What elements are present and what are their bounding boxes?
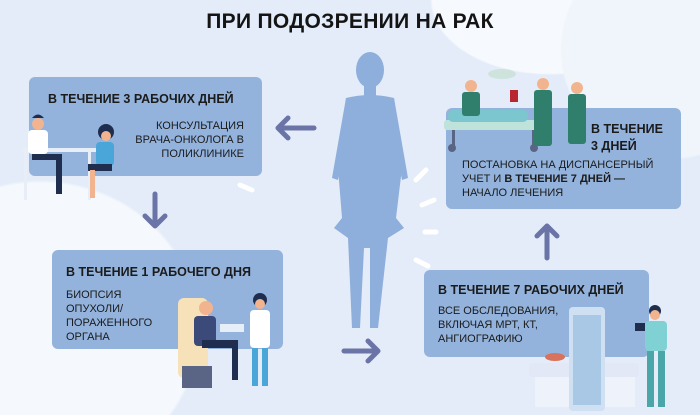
text-line: 3 ДНЕЙ (591, 139, 637, 153)
step-heading: В ТЕЧЕНИЕ 3 РАБОЧИХ ДНЕЙ (48, 92, 234, 106)
step-card-biopsy: В ТЕЧЕНИЕ 1 РАБОЧЕГО ДНЯ БИОПСИЯ ОПУХОЛИ… (52, 250, 283, 349)
mri-illustration (529, 305, 667, 411)
text-bold: В ТЕЧЕНИЕ 7 ДНЕЙ — (504, 173, 626, 185)
step-card-registration: В ТЕЧЕНИЕ 3 ДНЕЙ ПОСТАНОВКА НА ДИСПАНСЕР… (446, 108, 681, 209)
step-heading: В ТЕЧЕНИЕ 3 ДНЕЙ (591, 121, 663, 155)
step-card-examinations: В ТЕЧЕНИЕ 7 РАБОЧИХ ДНЕЙ ВСЕ ОБСЛЕДОВАНИ… (424, 270, 649, 357)
text-line: ПОРАЖЕННОГО (66, 317, 153, 329)
step-description: КОНСУЛЬТАЦИЯ ВРАЧА-ОНКОЛОГА В ПОЛИКЛИНИК… (135, 119, 244, 161)
surgery-illustration (444, 69, 586, 152)
step-heading: В ТЕЧЕНИЕ 7 РАБОЧИХ ДНЕЙ (438, 283, 624, 297)
doctor-consultation-illustration (22, 114, 114, 200)
step-description: ПОСТАНОВКА НА ДИСПАНСЕРНЫЙ УЧЕТ И В ТЕЧЕ… (462, 158, 653, 200)
step-heading: В ТЕЧЕНИЕ 1 РАБОЧЕГО ДНЯ (66, 265, 251, 279)
text-line: ВКЛЮЧАЯ МРТ, КТ, (438, 319, 538, 331)
arrow-right-icon (341, 338, 381, 364)
text-line: БИОПСИЯ (66, 289, 122, 301)
text-line: ОПУХОЛИ/ (66, 303, 124, 315)
step-description: БИОПСИЯ ОПУХОЛИ/ ПОРАЖЕННОГО ОРГАНА (66, 288, 152, 344)
text-normal: УЧЕТ И (462, 173, 505, 185)
woman-silhouette (332, 52, 408, 328)
text-line: ПОЛИКЛИНИКЕ (161, 148, 244, 160)
arrow-down-icon (142, 191, 168, 229)
text-line: ВСЕ ОБСЛЕДОВАНИЯ, (438, 305, 559, 317)
text-line: АНГИОГРАФИЮ (438, 333, 523, 345)
text-line: ОРГАНА (66, 331, 110, 343)
text-line: ПОСТАНОВКА НА ДИСПАНСЕРНЫЙ (462, 159, 654, 171)
text-line: ВРАЧА-ОНКОЛОГА В (135, 134, 244, 146)
arrow-up-icon (534, 223, 560, 261)
text-line: НАЧАЛО ЛЕЧЕНИЯ (462, 187, 564, 199)
text-line: В ТЕЧЕНИЕ (591, 122, 663, 136)
step-card-consultation: В ТЕЧЕНИЕ 3 РАБОЧИХ ДНЕЙ КОНСУЛЬТАЦИЯ ВР… (29, 77, 262, 176)
step-description: ВСЕ ОБСЛЕДОВАНИЯ, ВКЛЮЧАЯ МРТ, КТ, АНГИО… (438, 304, 558, 346)
text-line: УЧЕТ И В ТЕЧЕНИЕ 7 ДНЕЙ — (462, 172, 653, 186)
text-line: КОНСУЛЬТАЦИЯ (156, 120, 244, 132)
biopsy-illustration (178, 293, 270, 388)
page-title: ПРИ ПОДОЗРЕНИИ НА РАК (206, 10, 494, 33)
arrow-left-icon (275, 115, 317, 141)
